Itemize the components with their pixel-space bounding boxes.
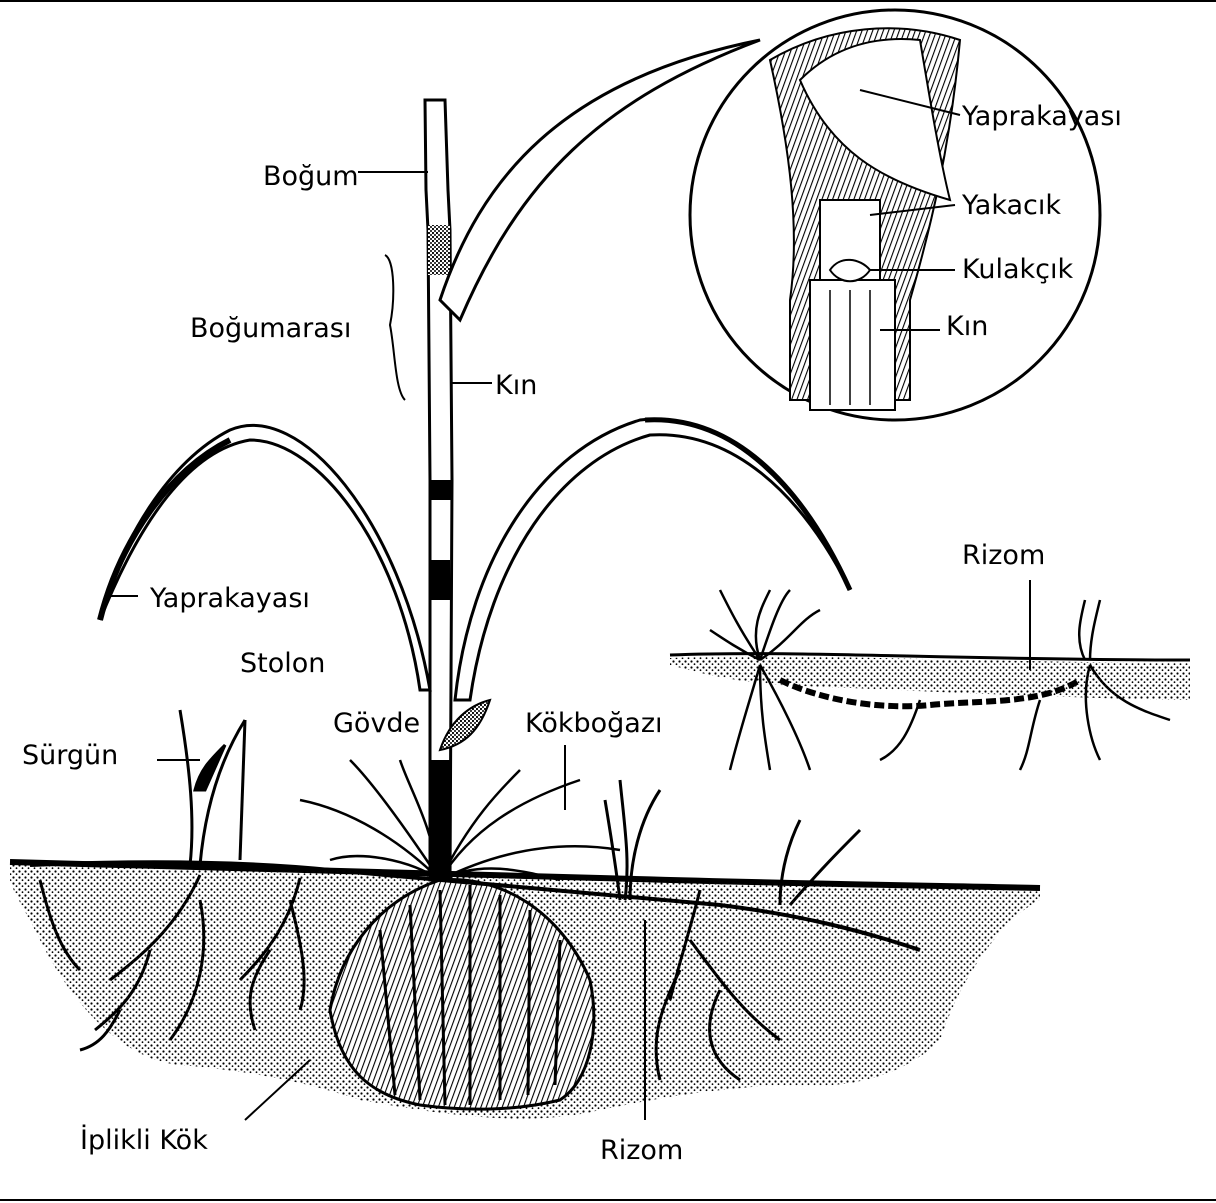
label-inset-yakacik: Yakacık — [962, 192, 1061, 219]
label-yaprakayasi-main: Yaprakayası — [150, 585, 310, 612]
label-surgun: Sürgün — [22, 742, 118, 769]
label-inset-yaprakayasi: Yaprakayası — [962, 103, 1122, 130]
label-kokbogazi: Kökboğazı — [525, 710, 663, 737]
stem — [425, 100, 452, 880]
label-iplikli-kok: İplikli Kök — [80, 1127, 208, 1154]
label-rizom-bottom: Rizom — [600, 1137, 683, 1164]
label-bogumarasi: Boğumarası — [190, 315, 351, 342]
label-inset-kulakcik: Kulakçık — [962, 256, 1073, 283]
right-rhizome-detail — [670, 590, 1190, 770]
label-bogum: Boğum — [263, 163, 359, 190]
label-govde: Gövde — [333, 710, 420, 737]
stolon-shoot — [180, 710, 245, 865]
basal-leaves — [300, 760, 620, 880]
label-stolon: Stolon — [240, 650, 325, 677]
label-rizom-right: Rizom — [962, 542, 1045, 569]
label-kin-main: Kın — [495, 372, 537, 399]
label-inset-kin: Kın — [946, 313, 988, 340]
